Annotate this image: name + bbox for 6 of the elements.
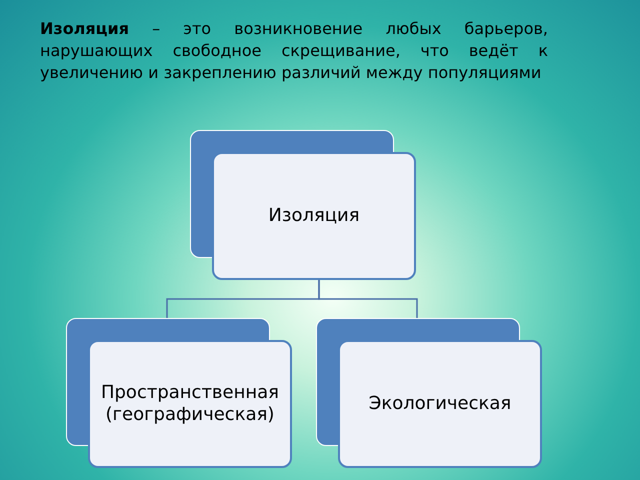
node-label: Экологическая <box>368 393 512 415</box>
node-label: (географическая) <box>106 404 274 426</box>
connector-line <box>318 280 418 318</box>
paragraph: Изоляция – это возникновение любых барьеров, нарушающих свободное скрещивание, что ведёт к увеличению и закреплению различий между популяциями <box>40 18 548 84</box>
node-label: Изоляция <box>268 205 360 227</box>
node-label: Пространственная <box>100 382 280 404</box>
